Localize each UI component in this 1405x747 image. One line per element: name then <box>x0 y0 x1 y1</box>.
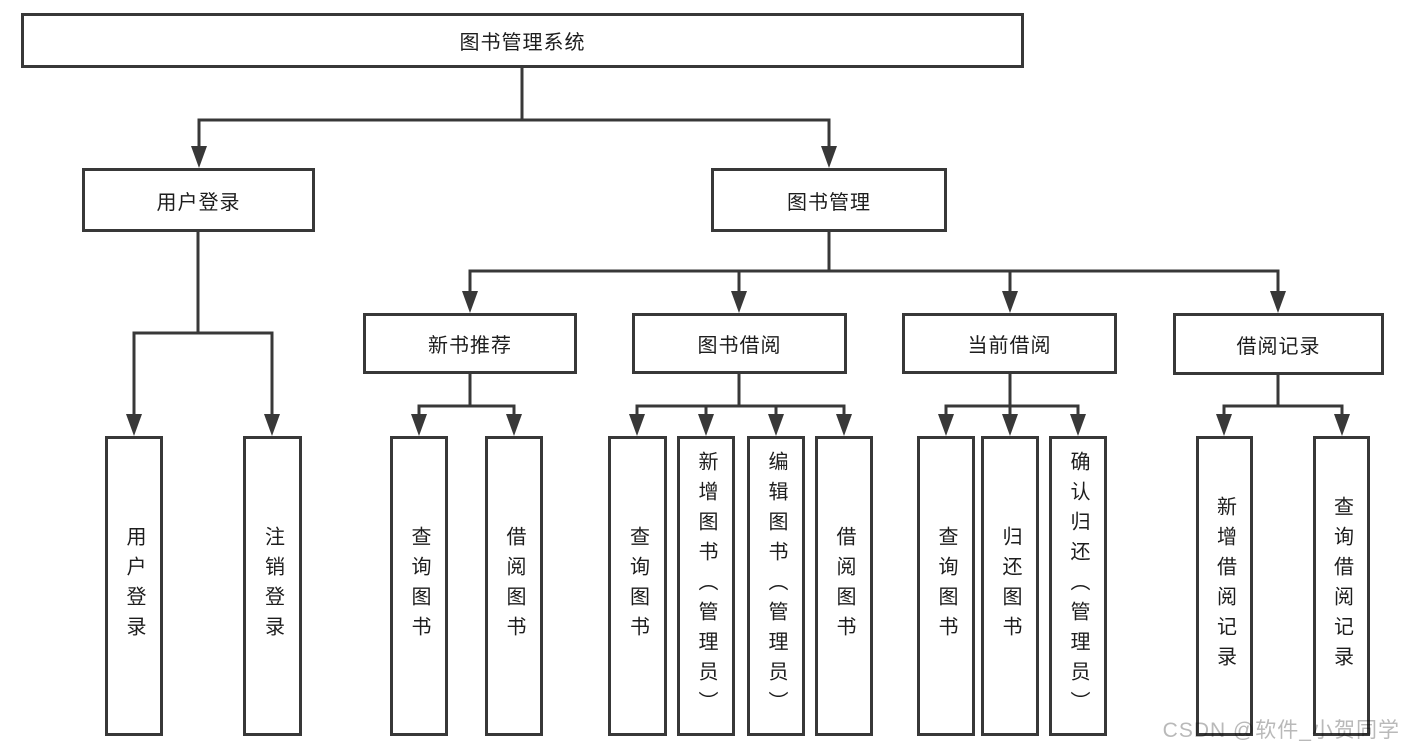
node-root-label: 图书管理系统 <box>459 32 586 54</box>
connector-book-management-children <box>468 230 1280 297</box>
leaf-borrow-books-1-label: 借阅图书 <box>503 526 525 646</box>
leaf-add-books-admin: 新增图书（管理员） <box>677 436 735 736</box>
csdn-watermark: CSDN @软件_小贺同学 <box>1162 719 1400 742</box>
connector-book-borrow-children <box>635 372 846 420</box>
arrowheads-level3 <box>462 291 1286 313</box>
node-book-management: 图书管理 <box>711 168 947 232</box>
node-new-book-recommend: 新书推荐 <box>363 313 577 374</box>
leaf-query-borrow-record: 查询借阅记录 <box>1313 436 1370 736</box>
connector-current-borrow-children <box>944 372 1080 420</box>
node-root: 图书管理系统 <box>21 13 1024 68</box>
leaf-user-login: 用户登录 <box>105 436 163 736</box>
leaf-add-borrow-record-label: 新增借阅记录 <box>1213 496 1236 676</box>
leaf-return-books-label: 归还图书 <box>999 526 1021 646</box>
arrowheads-level2 <box>191 146 837 168</box>
node-book-borrow-label: 图书借阅 <box>697 335 782 357</box>
connector-root-to-level2 <box>197 66 831 152</box>
leaf-logout-label: 注销登录 <box>261 526 284 646</box>
connector-user-login-children <box>132 230 274 420</box>
leaf-borrow-books-1: 借阅图书 <box>485 436 543 736</box>
leaf-add-borrow-record: 新增借阅记录 <box>1196 436 1253 736</box>
leaf-query-books-1-label: 查询图书 <box>408 526 430 646</box>
node-new-book-recommend-label: 新书推荐 <box>428 335 512 357</box>
leaf-query-books-2-label: 查询图书 <box>626 526 649 646</box>
leaf-confirm-return-admin: 确认归还（管理员） <box>1049 436 1107 736</box>
connector-new-book-children <box>417 372 516 420</box>
node-borrow-record-label: 借阅记录 <box>1236 335 1321 358</box>
leaf-borrow-books-2: 借阅图书 <box>815 436 873 736</box>
arrowheads-new-book-children <box>411 414 522 436</box>
leaf-confirm-return-admin-label: 确认归还（管理员） <box>1067 451 1089 721</box>
node-borrow-record: 借阅记录 <box>1173 313 1384 375</box>
node-user-login-label: 用户登录 <box>156 191 241 214</box>
leaf-query-borrow-record-label: 查询借阅记录 <box>1330 496 1353 676</box>
leaf-user-login-label: 用户登录 <box>123 526 145 646</box>
node-book-management-label: 图书管理 <box>787 191 871 214</box>
leaf-query-books-3-label: 查询图书 <box>935 526 957 646</box>
node-current-borrow: 当前借阅 <box>902 313 1117 374</box>
arrowheads-book-borrow-children <box>629 414 852 436</box>
leaf-query-books-2: 查询图书 <box>608 436 667 736</box>
node-user-login: 用户登录 <box>82 168 315 232</box>
leaf-borrow-books-2-label: 借阅图书 <box>833 526 855 646</box>
connector-borrow-record-children <box>1222 372 1344 420</box>
arrowheads-borrow-record-children <box>1216 414 1350 436</box>
leaf-add-books-admin-label: 新增图书（管理员） <box>695 451 717 721</box>
leaf-edit-books-admin-label: 编辑图书（管理员） <box>765 451 787 721</box>
leaf-return-books: 归还图书 <box>981 436 1039 736</box>
leaf-edit-books-admin: 编辑图书（管理员） <box>747 436 805 736</box>
leaf-logout: 注销登录 <box>243 436 302 736</box>
arrowheads-current-borrow-children <box>938 414 1086 436</box>
arrowheads-user-login-children <box>126 414 280 436</box>
node-current-borrow-label: 当前借阅 <box>967 335 1052 357</box>
node-book-borrow: 图书借阅 <box>632 313 847 374</box>
leaf-query-books-1: 查询图书 <box>390 436 448 736</box>
leaf-query-books-3: 查询图书 <box>917 436 975 736</box>
